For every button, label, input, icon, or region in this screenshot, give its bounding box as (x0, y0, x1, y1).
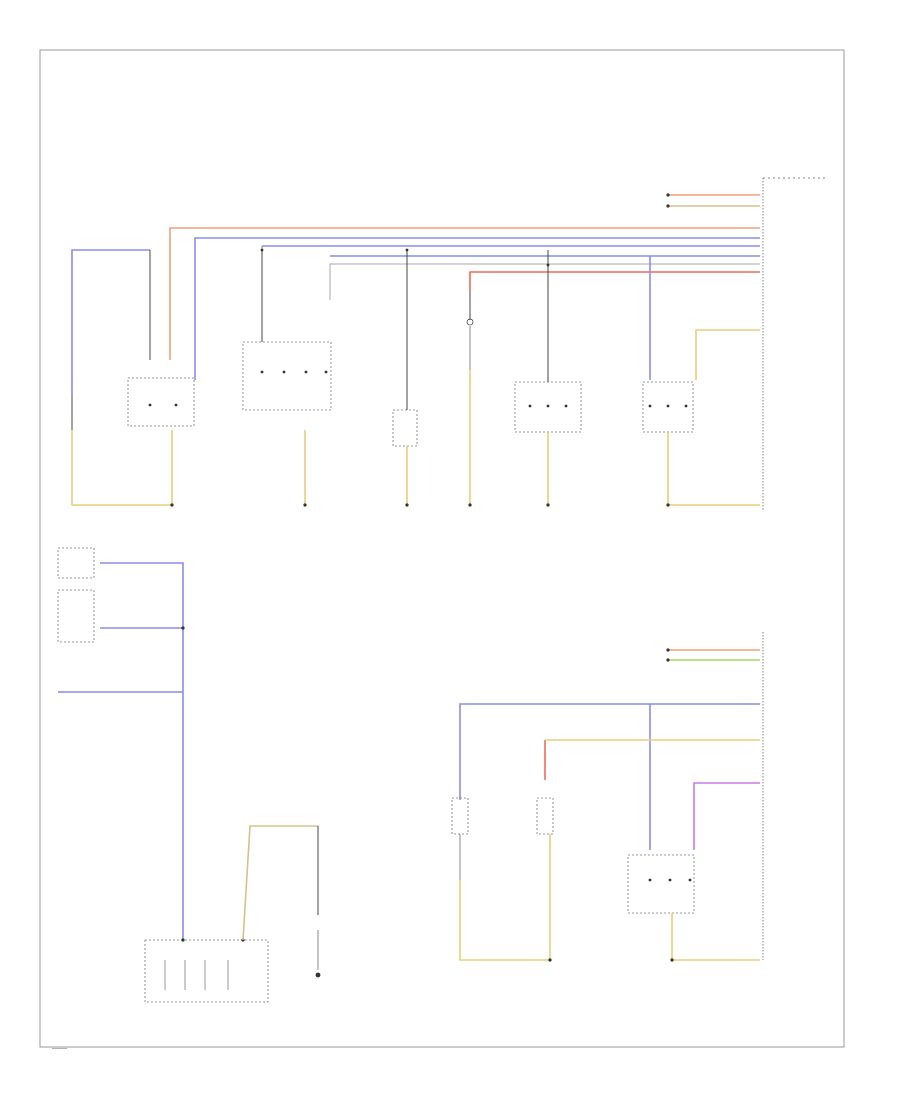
connector-strip-top (762, 177, 826, 510)
component-11-box (536, 797, 554, 835)
wire-left-blue (71, 249, 150, 395)
component-10-box (451, 797, 469, 835)
component-3-box (392, 409, 418, 447)
bus-wires (169, 227, 760, 380)
footer-tag: ——— (52, 1046, 67, 1052)
component-8-box (57, 589, 95, 643)
component-9-box (144, 939, 269, 1003)
component-12-box (627, 854, 695, 914)
diagram-frame (39, 49, 845, 1048)
component-7-box (57, 547, 95, 579)
incoming-wires-top (666, 193, 760, 208)
component-1-box (127, 377, 195, 427)
component-2-box (242, 341, 332, 411)
ground-symbol (315, 972, 321, 978)
lamp-4 (466, 318, 474, 326)
